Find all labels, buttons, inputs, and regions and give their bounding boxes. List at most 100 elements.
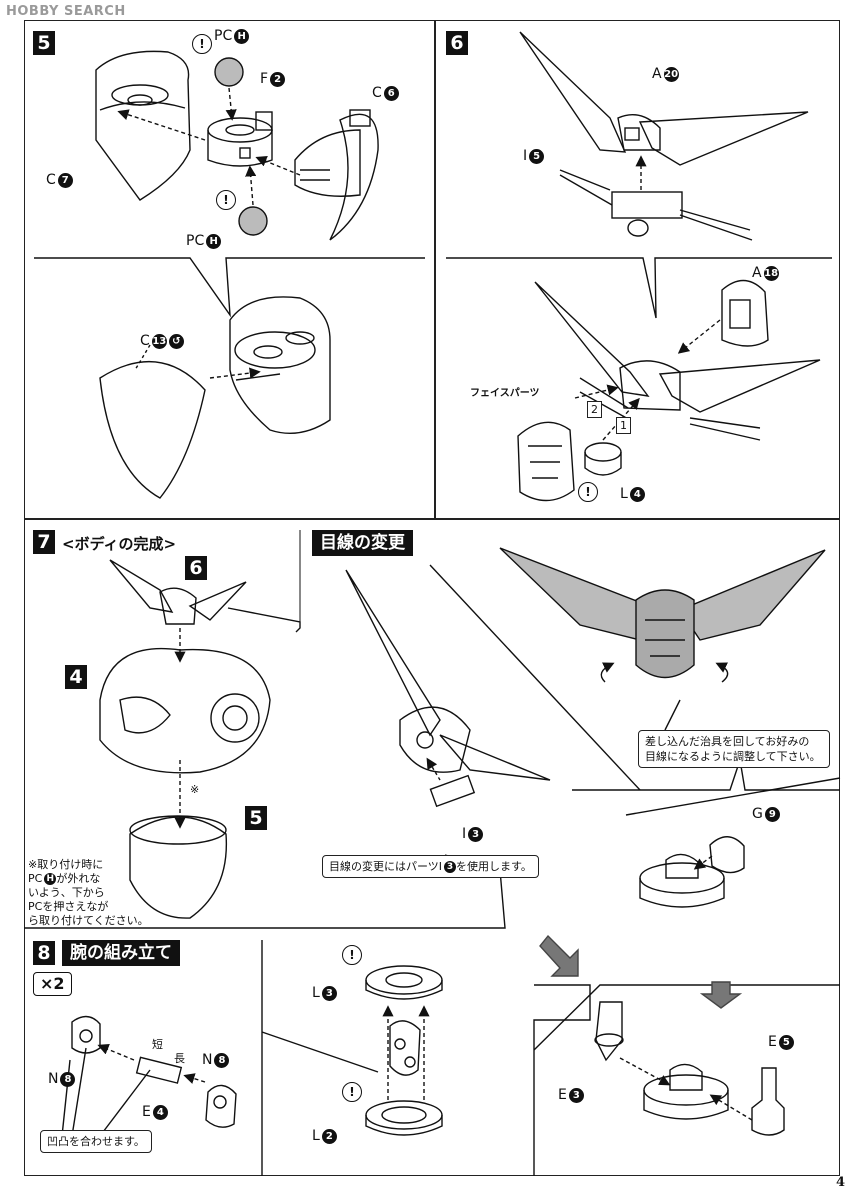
gaze-change-banner: 目線の変更 <box>312 530 413 556</box>
step-8-title: 腕の組み立て <box>62 940 180 966</box>
label-short: 短 <box>152 1038 163 1051</box>
l2-num: 2 <box>321 1128 337 1144</box>
warning-icon: ! <box>342 1082 362 1102</box>
label-e-text: E <box>768 1034 777 1050</box>
watermark: HOBBY SEARCH <box>6 4 126 19</box>
e5-num: 5 <box>778 1034 794 1050</box>
gaze-tip-box: 差し込んだ治具を回してお好みの 目線になるように調整して下さい。 <box>638 730 830 768</box>
f-num: 2 <box>270 71 286 87</box>
label-f-text: F <box>260 71 269 87</box>
panel-bottom <box>24 519 840 1176</box>
label-e-text: E <box>558 1087 567 1103</box>
usage-text: 目線の変更にはパーツ <box>329 860 439 873</box>
label-l-text: L <box>312 1128 320 1144</box>
panel-step-6 <box>435 20 840 519</box>
note-line: いよう、下から <box>28 886 105 899</box>
label-face-parts: フェイスパーツ <box>470 388 540 399</box>
warning-icon: ! <box>192 34 212 54</box>
warning-icon: ! <box>342 945 362 965</box>
label-a-text: A <box>752 265 762 281</box>
align-note-box: 凹凸を合わせます。 <box>40 1130 152 1153</box>
label-l-text: L <box>312 985 320 1001</box>
i5-num: 5 <box>529 148 545 164</box>
step-7-title: <ボディの完成> <box>62 535 177 553</box>
step-7-number: 7 <box>33 530 55 554</box>
label-c13-text: C <box>140 333 150 349</box>
label-c6-text: C <box>372 85 382 101</box>
l3-num: 3 <box>321 985 337 1001</box>
a20-num: 20 <box>663 66 679 82</box>
label-e-text: E <box>142 1104 151 1120</box>
usage-part: I <box>438 860 443 873</box>
ref-step-4: 4 <box>65 665 87 689</box>
n8-num: 8 <box>214 1052 230 1068</box>
ref-step-5: 5 <box>245 806 267 830</box>
step-6-number: 6 <box>446 31 468 55</box>
step-5-number: 5 <box>33 31 55 55</box>
panel-step-5 <box>24 20 435 519</box>
label-a-text: A <box>652 66 662 82</box>
glue-icon: ↺ <box>168 333 184 349</box>
note-line: PCを押さえなが <box>28 900 109 913</box>
label-l-text: L <box>620 486 628 502</box>
pc-badge: H <box>44 873 57 885</box>
label-n-text: N <box>48 1071 59 1087</box>
i3-num: 3 <box>468 826 484 842</box>
g9-num: 9 <box>764 806 780 822</box>
label-i-text: I <box>523 148 528 164</box>
order-1-marker: 1 <box>616 417 631 434</box>
usage-num: 3 <box>444 861 457 873</box>
label-i-text: I <box>462 826 467 842</box>
a18-num: 18 <box>763 265 779 281</box>
e3-num: 3 <box>568 1087 584 1103</box>
label-long: 長 <box>174 1052 185 1065</box>
tip-line: 差し込んだ治具を回してお好みの <box>645 735 810 748</box>
tip-line: 目線になるように調整して下さい。 <box>645 750 821 763</box>
warning-icon: ! <box>578 482 598 502</box>
label-g-text: G <box>752 806 763 822</box>
page-number: 4 <box>835 1175 845 1190</box>
c13-num: 13 <box>151 333 167 349</box>
note-line: ※取り付け時に <box>28 858 104 871</box>
c6-num: 6 <box>383 85 399 101</box>
label-pc-text: PC <box>214 28 233 44</box>
times-two-badge: ×2 <box>33 972 72 996</box>
step-8-number: 8 <box>33 941 55 965</box>
n8-num: 8 <box>60 1071 76 1087</box>
pc-badge: H <box>234 28 250 44</box>
warning-icon: ! <box>216 190 236 210</box>
order-2-marker: 2 <box>587 401 602 418</box>
asterisk-mark: ※ <box>190 783 200 796</box>
usage-text: を使用します。 <box>456 860 532 873</box>
label-n-text: N <box>202 1052 213 1068</box>
l4-num: 4 <box>629 486 645 502</box>
ref-step-6: 6 <box>185 556 207 580</box>
c7-num: 7 <box>57 172 73 188</box>
pc-badge: H <box>206 233 222 249</box>
note-line: ら取り付けてください。 <box>28 914 149 927</box>
label-pc-text: PC <box>186 233 205 249</box>
e4-num: 4 <box>152 1104 168 1120</box>
